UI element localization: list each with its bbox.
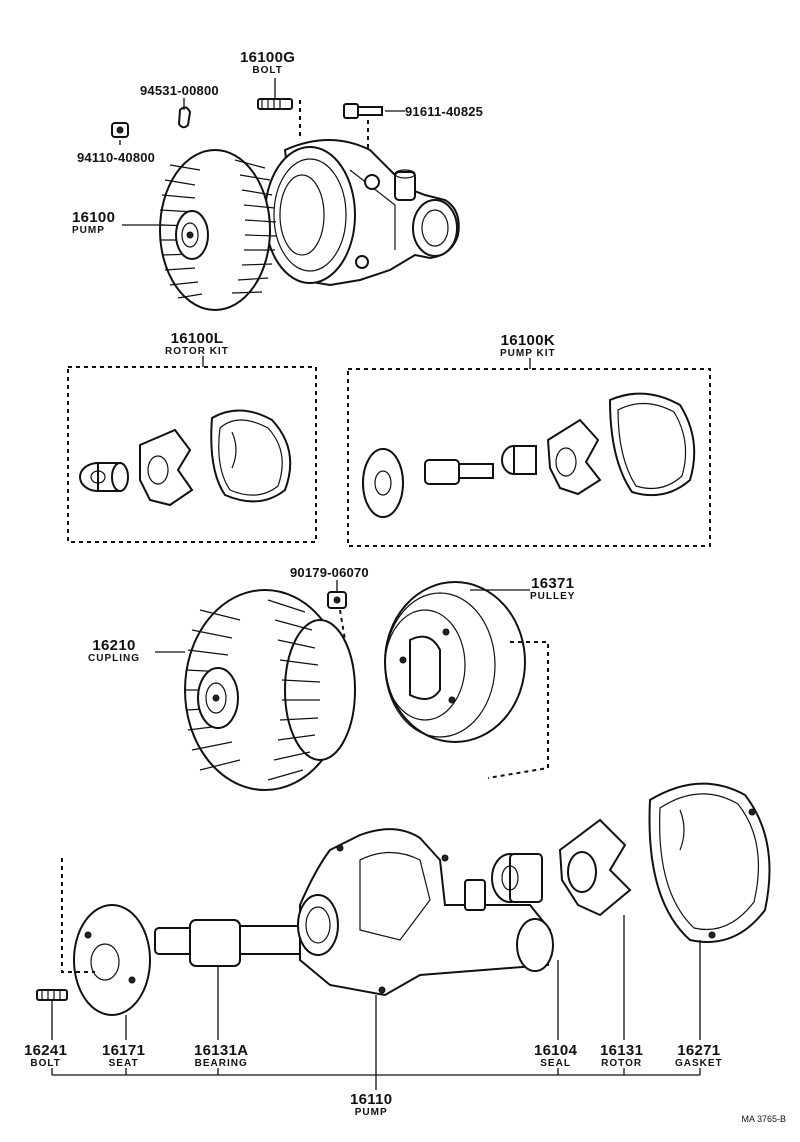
pulley-illustration [384, 581, 526, 743]
part-name: BOLT [30, 1058, 61, 1069]
bottom-exploded-parts [36, 782, 771, 1016]
label-16110: 16110 PUMP [350, 1092, 392, 1118]
partno-90179: 90179-06070 [290, 565, 369, 580]
label-16171: 16171 SEAT [102, 1043, 145, 1069]
rotor-kit-parts [79, 409, 292, 507]
leader-lines-middle [155, 580, 549, 779]
part-name: BEARING [194, 1058, 248, 1069]
rotor-kit-box [67, 366, 317, 543]
pump-kit-parts [362, 392, 696, 518]
part-number: 16131 [600, 1042, 644, 1059]
part-name: ROTOR [601, 1058, 643, 1069]
part-number: 16110 [350, 1091, 393, 1108]
label-16371: 16371 PULLEY [530, 576, 575, 602]
label-16100: 16100 PUMP [72, 210, 115, 236]
label-16131: 16131 ROTOR [600, 1043, 643, 1069]
label-16100g: 16100G BOLT [240, 50, 295, 76]
label-16241: 16241 BOLT [24, 1043, 67, 1069]
coupling-illustration [184, 589, 356, 791]
part-name: ROTOR KIT [165, 346, 229, 357]
part-name: PUMP KIT [500, 348, 556, 359]
part-number: 16271 [677, 1042, 721, 1059]
part-number: 16171 [102, 1042, 146, 1059]
part-name: PULLEY [530, 591, 576, 602]
label-16210: 16210 CUPLING [88, 638, 140, 664]
pump-kit-box [347, 368, 711, 547]
pump-assembly-illustration [111, 98, 460, 311]
partno-94110: 94110-40800 [77, 150, 156, 165]
part-number: 16371 [531, 575, 575, 592]
part-number: 16104 [534, 1042, 578, 1059]
label-16100l: 16100L ROTOR KIT [165, 331, 229, 357]
label-16131a: 16131A BEARING [194, 1043, 248, 1069]
part-name: PUMP [354, 1107, 388, 1118]
label-16271: 16271 GASKET [675, 1043, 723, 1069]
part-name: CUPLING [88, 653, 140, 664]
part-number: 16100K [500, 332, 555, 349]
part-name: SEAT [108, 1058, 139, 1069]
part-number: 16131A [194, 1042, 249, 1059]
part-number: 16210 [92, 637, 136, 654]
label-16104: 16104 SEAL [534, 1043, 577, 1069]
part-name: BOLT [252, 65, 283, 76]
part-name: GASKET [675, 1058, 723, 1069]
part-name: SEAL [540, 1058, 571, 1069]
diagram-reference-code: MA 3765-B [741, 1114, 786, 1124]
part-number: 16100L [170, 330, 224, 347]
part-number: 16100 [72, 209, 116, 226]
partno-91611: 91611-40825 [405, 104, 484, 119]
part-number: 16100G [240, 49, 296, 66]
part-number: 16241 [24, 1042, 68, 1059]
partno-94531: 94531-00800 [140, 83, 219, 98]
label-16100k: 16100K PUMP KIT [500, 333, 556, 359]
leader-lines-bottom [51, 858, 701, 1090]
part-name: PUMP [72, 225, 105, 236]
leader-lines-top [119, 78, 405, 226]
